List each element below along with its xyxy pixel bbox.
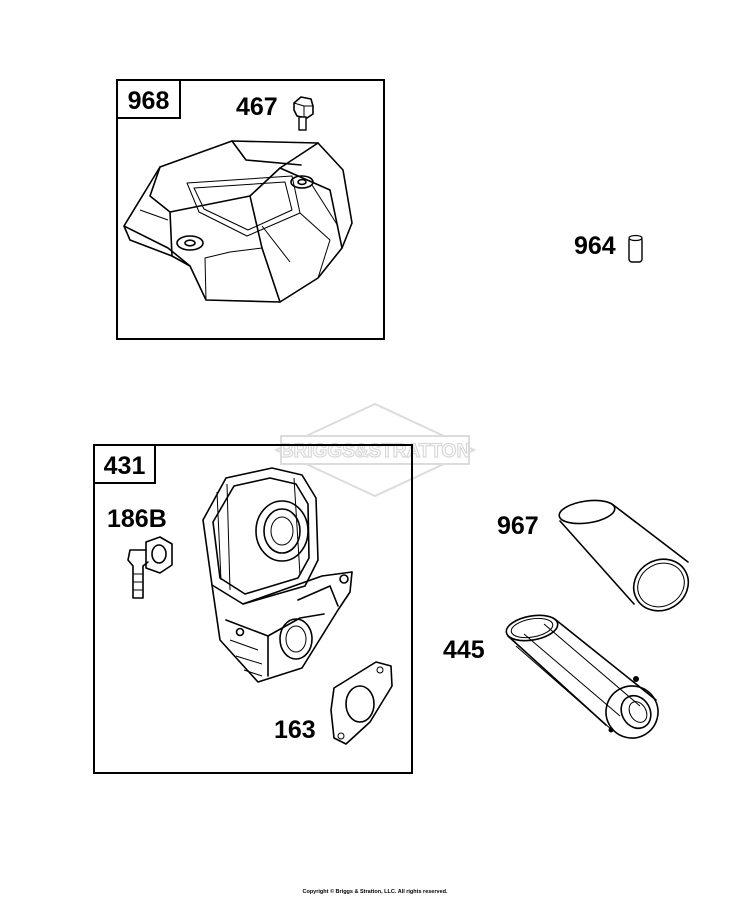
kit-431-box: 431	[93, 444, 413, 774]
pre-cleaner-sleeve-icon	[558, 499, 690, 612]
part-445-label: 445	[443, 636, 485, 664]
part-431-air-cleaner-base-drawing[interactable]	[202, 467, 353, 683]
part-967[interactable]: 967	[497, 497, 698, 620]
part-445[interactable]: 445	[443, 612, 668, 748]
air-filter-cartridge-icon	[505, 614, 659, 739]
part-964-label: 964	[574, 232, 616, 260]
part-163[interactable]: 163	[274, 661, 393, 745]
sleeve-icon	[628, 234, 643, 263]
breather-tube-icon	[127, 536, 173, 599]
part-964[interactable]: 964	[574, 232, 643, 263]
screw-icon	[293, 96, 314, 131]
part-186B-label: 186B	[107, 505, 167, 533]
gasket-icon	[330, 661, 393, 745]
kit-968-box: 968	[116, 79, 385, 340]
kit-431-label: 431	[104, 452, 146, 480]
part-467-label: 467	[236, 93, 278, 121]
part-467[interactable]: 467	[236, 93, 314, 131]
part-968-cover-drawing[interactable]	[123, 140, 353, 303]
part-163-label: 163	[274, 716, 316, 744]
part-186B[interactable]: 186B	[107, 505, 173, 599]
copyright-notice: Copyright © Briggs & Stratton, LLC. All …	[302, 888, 448, 895]
part-967-label: 967	[497, 512, 539, 540]
kit-968-label: 968	[128, 87, 170, 115]
